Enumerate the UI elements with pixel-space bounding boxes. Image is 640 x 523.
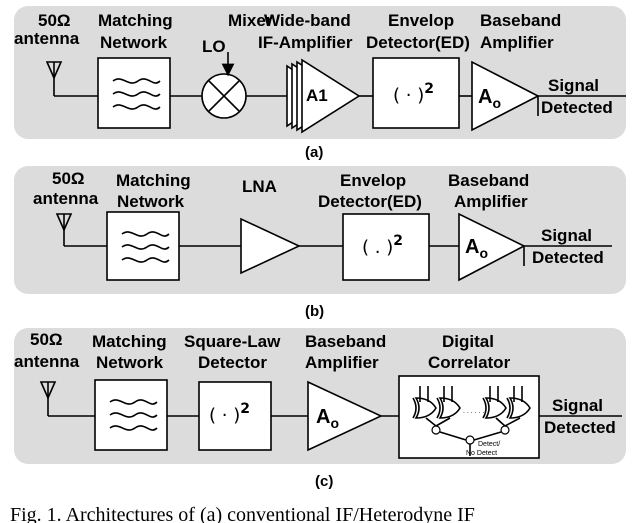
matching-network-label-line1: Matching <box>98 11 173 30</box>
matching-network-label-line2: Network <box>96 353 164 372</box>
correlator-detect-label-line1: Detect/ <box>478 441 500 448</box>
correlator-label-line1: Digital <box>442 332 494 351</box>
lna-label: LNA <box>242 177 277 196</box>
sq-symbol: ( · )2 <box>209 401 250 426</box>
panel-b: 50Ω antenna Matching Network LNA ( . )2 … <box>14 166 626 294</box>
output-label-line2: Detected <box>532 248 604 267</box>
antenna-icon <box>45 61 63 96</box>
caption-a: (a) <box>305 144 323 161</box>
ed-symbol: ( . )2 <box>362 233 403 258</box>
correlator-label-line2: Correlator <box>428 353 511 372</box>
matching-network-block <box>94 379 168 451</box>
antenna-label-line2: antenna <box>33 189 99 208</box>
antenna-label-line1: 50Ω <box>52 169 85 188</box>
ed-label-line2: Detector(ED) <box>366 33 470 52</box>
matching-network-label-line2: Network <box>100 33 168 52</box>
antenna-icon <box>55 213 73 246</box>
antenna-label-line1: 50Ω <box>38 11 71 30</box>
if-amp-label-line1: Wide-band <box>264 11 351 30</box>
mixer-icon <box>201 73 247 119</box>
bb-label-line1: Baseband <box>305 332 386 351</box>
lo-label: LO <box>202 37 226 56</box>
ed-label-line1: Envelop <box>340 171 406 190</box>
filter-icon <box>109 399 158 431</box>
mixer-label: Mixer <box>228 11 273 30</box>
envelope-detector-block <box>342 213 430 281</box>
matching-network-block <box>106 211 180 281</box>
lna-icon <box>240 217 301 275</box>
bb-label-line2: Amplifier <box>480 33 554 52</box>
panel-a: 50Ω antenna Matching Network Mixer LO <box>14 6 626 139</box>
sq-label-line1: Square-Law <box>184 332 281 351</box>
antenna-label-line2: antenna <box>14 29 80 48</box>
ed-label-line1: Envelop <box>388 11 454 30</box>
bb-label-line1: Baseband <box>480 11 561 30</box>
if-amp-label-line2: IF-Amplifier <box>258 33 353 52</box>
bb-label-line2: Amplifier <box>305 353 379 372</box>
filter-icon <box>121 231 170 263</box>
if-amp-symbol: A1 <box>306 86 328 105</box>
antenna-label-line2: antenna <box>14 352 80 371</box>
caption-c: (c) <box>315 473 333 490</box>
if-amplifier-icon <box>286 58 361 134</box>
correlator-detect-label-line2: No Detect <box>466 450 497 457</box>
svg-text:. . . . . .: . . . . . . <box>463 408 484 415</box>
figure-caption: Fig. 1. Architectures of (a) conventiona… <box>10 504 475 523</box>
square-law-detector-block <box>198 381 272 451</box>
matching-network-block <box>97 57 171 129</box>
envelope-detector-block <box>372 57 460 129</box>
panel-b-background <box>14 166 626 294</box>
bb-symbol: Ao <box>316 406 339 431</box>
matching-network-label-line1: Matching <box>92 332 167 351</box>
matching-network-label-line2: Network <box>117 192 185 211</box>
bb-label-line1: Baseband <box>448 171 529 190</box>
output-label-line1: Signal <box>548 76 599 95</box>
output-label-line2: Detected <box>544 418 616 437</box>
ed-label-line2: Detector(ED) <box>318 192 422 211</box>
matching-network-label-line1: Matching <box>116 171 191 190</box>
ed-symbol: ( · )2 <box>393 81 434 106</box>
output-label-line1: Signal <box>552 396 603 415</box>
bb-label-line2: Amplifier <box>454 192 528 211</box>
output-label-line2: Detected <box>541 98 613 117</box>
baseband-amplifier-icon <box>458 212 526 282</box>
correlator-logic-icon: . . . . . . <box>412 386 531 456</box>
panel-c: 50Ω antenna Matching Network ( · )2 Squa… <box>14 328 626 464</box>
filter-icon <box>112 78 161 110</box>
sq-label-line2: Detector <box>198 353 267 372</box>
bb-symbol: Ao <box>478 86 501 111</box>
caption-b: (b) <box>305 303 324 320</box>
antenna-label-line1: 50Ω <box>30 330 63 349</box>
output-label-line1: Signal <box>541 226 592 245</box>
baseband-amplifier-icon <box>471 60 540 132</box>
bb-symbol: Ao <box>465 236 488 261</box>
baseband-amplifier-icon <box>307 380 383 452</box>
antenna-icon <box>39 381 57 416</box>
